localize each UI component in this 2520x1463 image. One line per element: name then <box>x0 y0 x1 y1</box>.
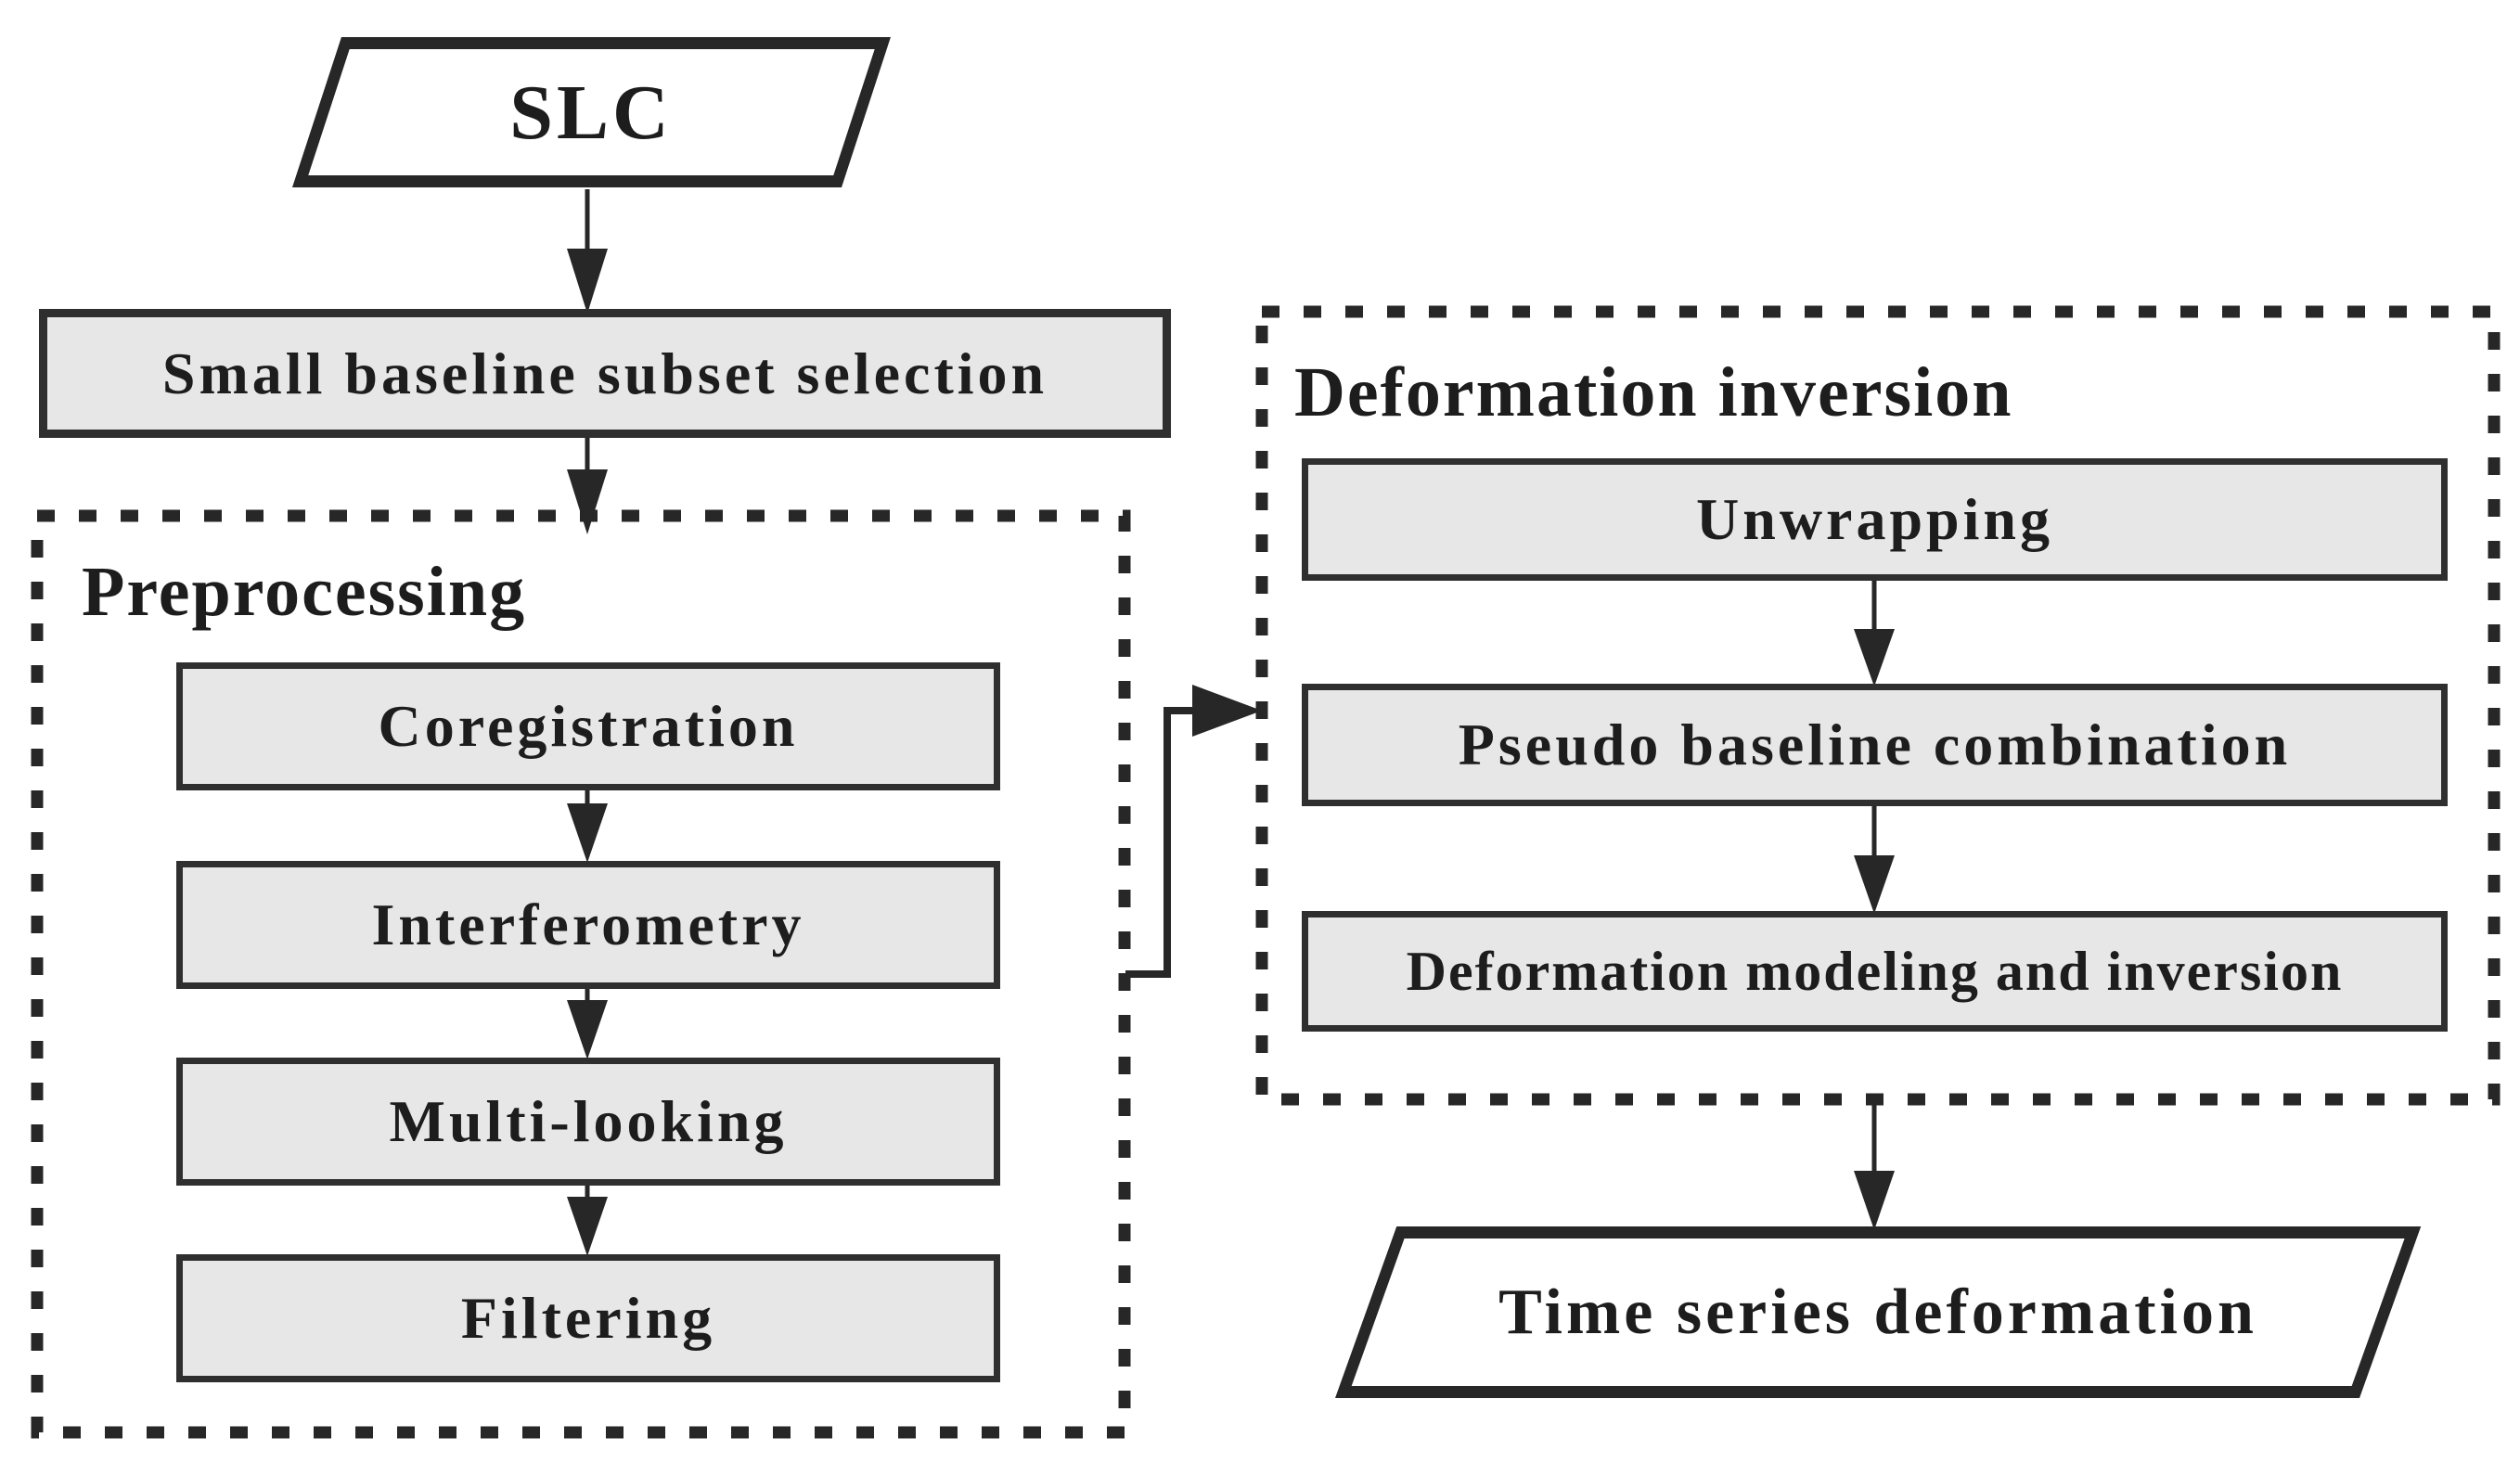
pseudo-baseline-node: Pseudo baseline combination <box>1302 684 2448 806</box>
unwrapping-label: Unwrapping <box>1696 486 2053 552</box>
sbas-node: Small baseline subset selection <box>39 309 1171 438</box>
deformation-group-title: Deformation inversion <box>1294 357 2012 428</box>
slc-label-wrap: SLC <box>316 37 866 187</box>
deformation-group-border <box>1255 305 2501 1106</box>
pseudo-baseline-label: Pseudo baseline combination <box>1458 712 2292 777</box>
edge-coregistration-interferometry-arrowhead <box>567 803 608 863</box>
interferometry-node: Interferometry <box>176 861 1000 989</box>
edge-unwrapping-pseudo-arrowhead <box>1854 629 1895 687</box>
time-series-label-wrap: Time series deformation <box>1366 1226 2390 1398</box>
edge-sbas-preprocessing-arrowhead <box>567 469 608 534</box>
interferometry-label: Interferometry <box>371 892 805 957</box>
multilooking-label: Multi-looking <box>389 1088 788 1154</box>
filtering-label: Filtering <box>460 1285 716 1351</box>
coregistration-node: Coregistration <box>176 662 1000 790</box>
coregistration-label: Coregistration <box>378 693 799 759</box>
unwrapping-node: Unwrapping <box>1302 458 2448 581</box>
filtering-node: Filtering <box>176 1254 1000 1382</box>
multilooking-node: Multi-looking <box>176 1058 1000 1186</box>
time-series-label: Time series deformation <box>1498 1276 2257 1348</box>
edge-preprocessing-deformation-line <box>1125 707 1197 978</box>
edge-slc-sbas-arrowhead <box>567 249 608 314</box>
edge-multilooking-filtering-arrowhead <box>567 1197 608 1256</box>
deformation-modeling-node: Deformation modeling and inversion <box>1302 911 2448 1032</box>
edge-deformation-timeseries-arrowhead <box>1854 1171 1895 1230</box>
deformation-group-label: Deformation inversion <box>1294 353 2013 431</box>
edge-interferometry-multilooking-arrowhead <box>567 1000 608 1059</box>
sbas-label: Small baseline subset selection <box>161 340 1048 406</box>
preprocessing-group-border <box>31 509 1131 1439</box>
deformation-modeling-label: Deformation modeling and inversion <box>1406 940 2344 1002</box>
preprocessing-group-title: Preprocessing <box>82 557 526 627</box>
preprocessing-group-label: Preprocessing <box>82 553 527 631</box>
slc-label: SLC <box>509 69 673 156</box>
edge-preprocessing-deformation-arrowhead <box>1192 685 1262 737</box>
edge-pseudo-modeling-arrowhead <box>1854 855 1895 914</box>
